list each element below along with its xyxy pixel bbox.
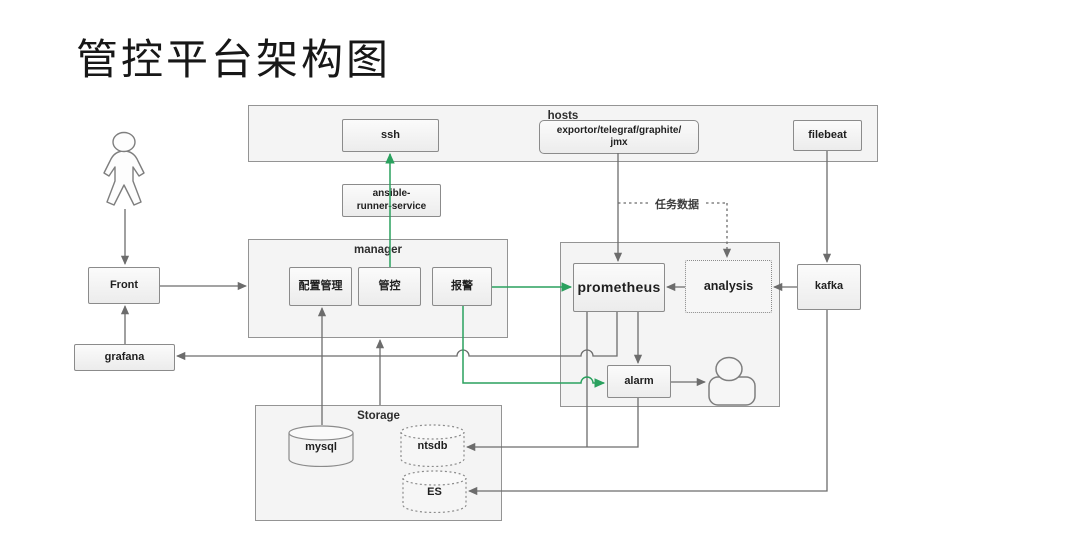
node-alert-label: 报警 xyxy=(451,279,473,292)
node-kafka-label: kafka xyxy=(814,280,844,293)
person-icon xyxy=(708,356,756,406)
node-alarm: alarm xyxy=(607,365,671,398)
node-prometheus: prometheus xyxy=(573,263,665,312)
node-ansible-label-line2: runner-service xyxy=(356,200,427,212)
node-ansible-runner-service: ansible- runner-service xyxy=(342,184,441,217)
group-hosts-label: hosts xyxy=(547,110,579,122)
node-analysis: analysis xyxy=(685,260,772,313)
node-es-label: ES xyxy=(427,486,442,498)
node-front: Front xyxy=(88,267,160,304)
group-storage-label: Storage xyxy=(357,410,400,422)
node-ssh: ssh xyxy=(342,119,439,152)
node-ansible-label-line1: ansible- xyxy=(372,188,411,199)
node-prometheus-label: prometheus xyxy=(577,278,661,295)
node-ssh-label: ssh xyxy=(381,128,400,141)
node-filebeat-label: filebeat xyxy=(808,128,847,141)
group-manager-label: manager xyxy=(354,244,402,256)
node-grafana: grafana xyxy=(74,344,175,371)
node-kafka: kafka xyxy=(797,264,861,310)
page-title: 管控平台架构图 xyxy=(76,36,392,83)
user-actor-icon xyxy=(103,131,145,206)
node-ntsdb: ntsdb xyxy=(400,424,465,467)
node-front-label: Front xyxy=(109,278,139,291)
node-alert: 报警 xyxy=(432,267,492,306)
node-config-management-label: 配置管理 xyxy=(298,279,343,292)
database-cylinder-dotted-icon xyxy=(402,470,467,513)
node-control: 管控 xyxy=(358,267,421,306)
node-mysql: mysql xyxy=(288,425,354,467)
node-exporter: exportor/telegraf/graphite/ jmx xyxy=(539,120,699,154)
node-exporter-label-line1: exportor/telegraf/graphite/ xyxy=(556,124,682,136)
database-cylinder-icon xyxy=(288,425,354,467)
node-ntsdb-label: ntsdb xyxy=(417,440,448,452)
node-config-management: 配置管理 xyxy=(289,267,352,306)
node-control-label: 管控 xyxy=(378,279,401,292)
task-data-edge-label: 任务数据 xyxy=(651,196,703,212)
node-mysql-label: mysql xyxy=(305,441,337,453)
node-grafana-label: grafana xyxy=(104,350,145,363)
node-analysis-label: analysis xyxy=(703,278,754,293)
node-filebeat: filebeat xyxy=(793,120,862,151)
node-exporter-label-line2: jmx xyxy=(610,137,628,148)
database-cylinder-dotted-icon xyxy=(400,424,465,467)
node-alarm-label: alarm xyxy=(624,374,654,387)
node-es: ES xyxy=(402,470,467,513)
